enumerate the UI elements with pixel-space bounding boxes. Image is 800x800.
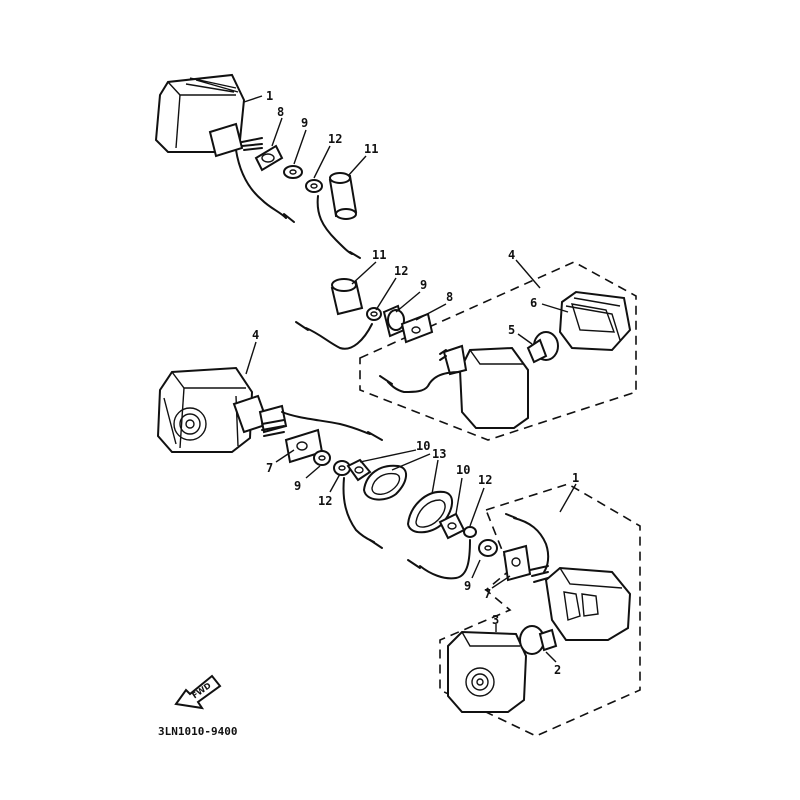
callout-7-rear-right-bracket: 7 [484, 587, 491, 601]
spacer-12-rear-right [463, 526, 477, 538]
callout-4-rear-left-assy: 4 [252, 328, 259, 342]
flasher-light-1-top [154, 73, 295, 223]
callout-3-rear-right-lens: 3 [492, 613, 499, 627]
callout-12-front-spacer: 12 [328, 132, 342, 146]
callout-1-front-flasher: 1 [266, 89, 273, 103]
front-left-flasher-group [295, 259, 637, 441]
callout-5-front-left-bulb: 5 [508, 323, 515, 337]
callout-10-rear-left-nut: 10 [416, 439, 430, 453]
diagram-code: 3LN1010-9400 [158, 725, 237, 738]
spacer-12-front [366, 307, 382, 321]
wire-lead-rear-left [342, 477, 383, 549]
callout-13-rear-left-grommet: 13 [432, 447, 446, 461]
callout-6-front-left-lens: 6 [530, 296, 537, 310]
fwd-arrow-icon: FWD [174, 674, 222, 710]
nut-10-rear [346, 458, 372, 482]
spacer-12-rear [333, 460, 351, 476]
callout-12-rear-left-spacer: 12 [318, 494, 332, 508]
callout-2-rear-right-bulb: 2 [554, 663, 561, 677]
callout-9-front-left-washer: 9 [420, 278, 427, 292]
callout-8-front-left-bracket: 8 [446, 290, 453, 304]
bracket-8-front [400, 312, 434, 344]
callout-11-front-collar: 11 [364, 142, 378, 156]
flasher-body-front-left [379, 344, 529, 429]
flasher-body-rear-right [529, 565, 632, 641]
callout-12-rear-right-spacer: 12 [478, 473, 492, 487]
callout-12-front-left-spacer: 12 [394, 264, 408, 278]
flasher-light-4-rear [156, 366, 383, 453]
callout-9-rear-right-washer: 9 [464, 579, 471, 593]
rear-left-flasher-group [156, 341, 453, 549]
callout-labels: 1 8 9 12 11 11 12 9 8 4 5 6 4 7 9 12 10 … [252, 89, 579, 677]
lens-3-rear [447, 630, 528, 713]
washer-9-top [283, 165, 303, 179]
rear-right-flasher-group [407, 477, 641, 737]
washer-9-front [382, 304, 406, 338]
collar-11-front [330, 278, 364, 316]
assembly-box-4-front [359, 261, 637, 441]
callout-1-rear-right-assy: 1 [572, 471, 579, 485]
washer-9-rear [313, 450, 331, 466]
bulb-5-front [526, 331, 559, 364]
bracket-8-top [254, 144, 284, 172]
wire-lead-top [316, 195, 361, 259]
lens-6-front [558, 290, 632, 352]
bracket-7-rear-right [502, 544, 532, 582]
callout-9-front-washer: 9 [301, 116, 308, 130]
callout-11-front-left-collar: 11 [372, 248, 386, 262]
wire-lead-front [295, 321, 373, 350]
callout-9-rear-left-washer: 9 [294, 479, 301, 493]
callout-7-rear-left-bracket: 7 [266, 461, 273, 475]
spacer-12-top [305, 179, 323, 193]
callout-4-front-left-assy: 4 [508, 248, 515, 262]
bulb-2-rear [519, 625, 558, 655]
collar-11-top [328, 172, 358, 220]
assembly-box-1-rear [439, 483, 641, 737]
grommet-13-rear-a [362, 464, 407, 501]
washer-9-rear-right [478, 539, 498, 557]
callout-8-front-bracket: 8 [277, 105, 284, 119]
callout-10-rear-right-nut: 10 [456, 463, 470, 477]
front-right-flasher-group [154, 73, 367, 259]
